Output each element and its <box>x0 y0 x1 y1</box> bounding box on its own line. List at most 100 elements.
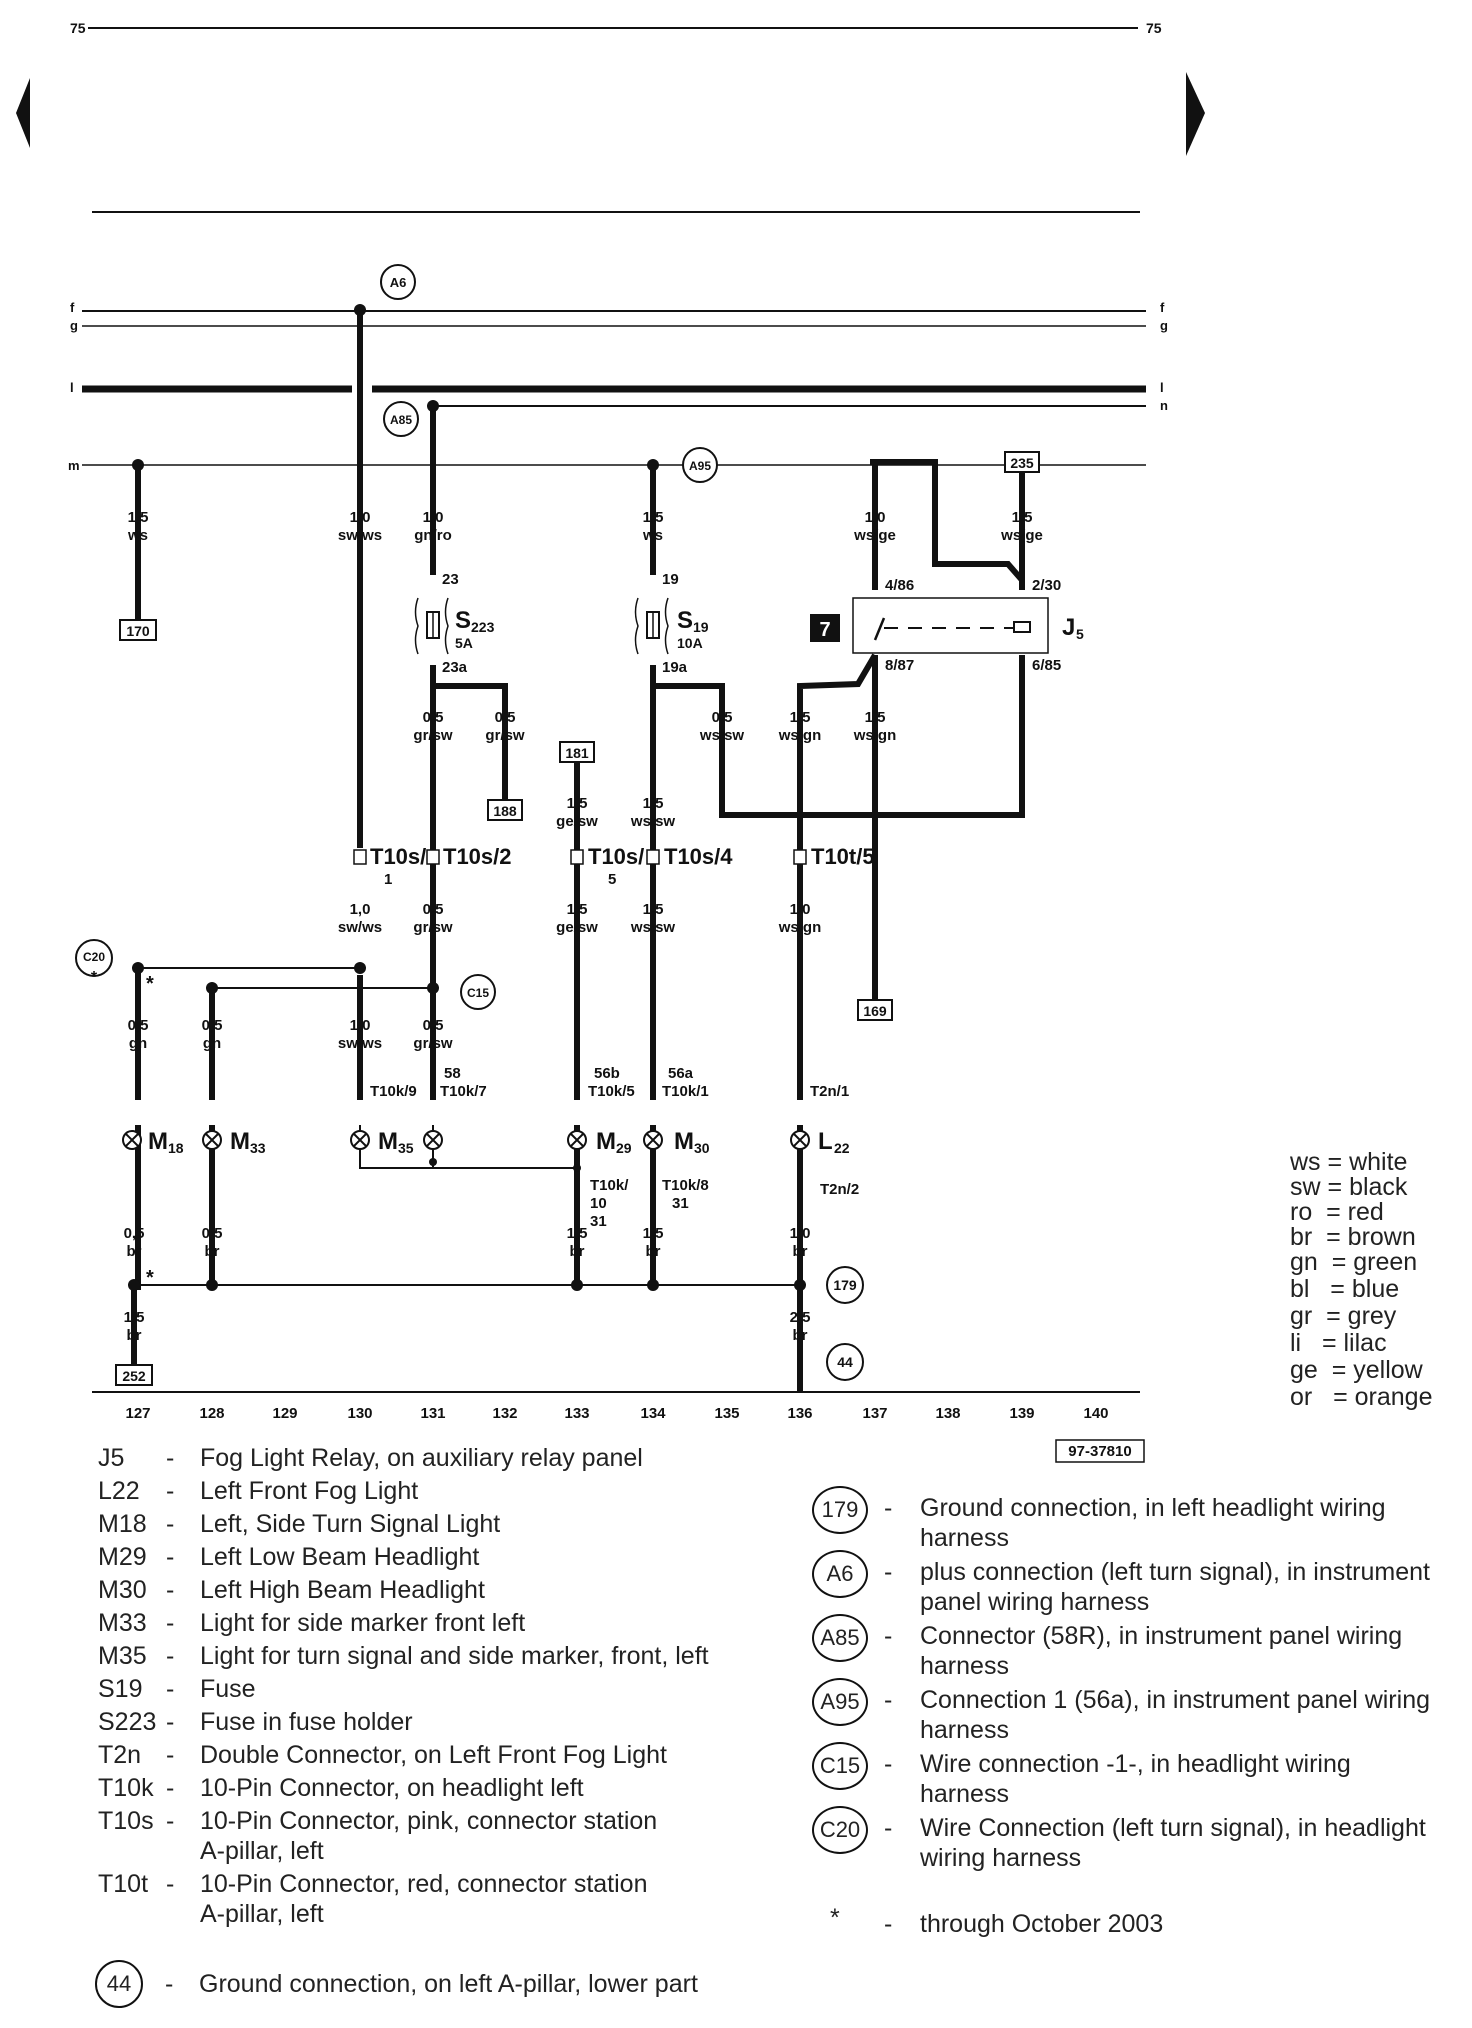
svg-text:M: M <box>674 1128 694 1155</box>
svg-text:M: M <box>230 1128 250 1155</box>
bus-label-f-right: f <box>1160 300 1165 315</box>
page-number-left: 75 <box>70 20 86 36</box>
svg-text:0,5: 0,5 <box>202 1017 223 1034</box>
svg-text:19a: 19a <box>662 659 688 676</box>
legend-code: S19 <box>98 1675 143 1703</box>
color-name: orange <box>1354 1383 1433 1411</box>
svg-text:br: br <box>793 1327 808 1344</box>
svg-text:gn: gn <box>203 1035 221 1052</box>
svg-text:1,0: 1,0 <box>350 509 371 526</box>
lamp-symbols <box>122 1130 810 1150</box>
component-legend: J5-Fog Light Relay, on auxiliary relay p… <box>98 1444 798 1928</box>
svg-text:23a: 23a <box>442 659 468 676</box>
connection-A6: A6 <box>380 264 416 300</box>
svg-text:135: 135 <box>714 1405 739 1422</box>
svg-text:ws/sw: ws/sw <box>630 813 676 830</box>
legend-text: panel wiring harness <box>920 1588 1150 1616</box>
fuse-S223: S 223 5A <box>414 597 495 655</box>
color-name: yellow <box>1353 1356 1423 1384</box>
legend-text: A-pillar, left <box>200 1900 324 1928</box>
svg-text:19: 19 <box>693 619 709 635</box>
svg-text:1,5: 1,5 <box>124 1309 145 1326</box>
svg-text:1,5: 1,5 <box>643 509 664 526</box>
svg-text:T2n/2: T2n/2 <box>820 1181 859 1198</box>
ref-box-188: 188 <box>487 799 523 821</box>
legend-dash: - <box>166 1870 175 1898</box>
legend-code: * <box>830 1904 840 1932</box>
legend-text: plus connection (left turn signal), in i… <box>920 1558 1430 1586</box>
legend-circle: A85 <box>812 1614 868 1662</box>
svg-text:0,5: 0,5 <box>712 709 733 726</box>
legend-text: wiring harness <box>920 1844 1082 1872</box>
legend-item: C15 - Wire connection -1-, in headlight … <box>812 1742 1462 1808</box>
svg-text:1,5: 1,5 <box>643 1225 664 1242</box>
svg-text:T10s/4: T10s/4 <box>664 844 733 869</box>
svg-text:170: 170 <box>126 623 150 639</box>
svg-text:T10k/1: T10k/1 <box>662 1083 709 1100</box>
color-legend-row: li = lilac <box>1290 1329 1387 1357</box>
legend-text: Left Front Fog Light <box>200 1477 419 1505</box>
connection-C20: C20 * <box>75 939 113 986</box>
legend-circle: C20 <box>812 1806 868 1854</box>
svg-text:ws/ge: ws/ge <box>1000 527 1043 544</box>
legend-text: harness <box>920 1652 1009 1680</box>
legend-item: C20 - Wire Connection (left turn signal)… <box>812 1806 1462 1872</box>
legend-code: T2n <box>98 1741 142 1769</box>
svg-text:1,0: 1,0 <box>423 509 444 526</box>
legend-ground-44: 44 - Ground connection, on left A-pillar… <box>95 1960 755 2010</box>
bus-label-g-right: g <box>1160 318 1168 333</box>
bus-label-f: f <box>70 300 75 315</box>
svg-text:J: J <box>1062 614 1075 641</box>
svg-text:L: L <box>818 1128 833 1155</box>
legend-code: M33 <box>98 1609 147 1637</box>
legend-dash: - <box>166 1609 175 1637</box>
svg-text:8/87: 8/87 <box>885 657 914 674</box>
color-code: bl <box>1290 1275 1310 1303</box>
svg-text:gr/sw: gr/sw <box>413 727 453 744</box>
legend-text: harness <box>920 1716 1009 1744</box>
svg-text:44: 44 <box>837 1354 853 1370</box>
svg-text:sw/ws: sw/ws <box>338 527 382 544</box>
color-code: gn <box>1290 1248 1318 1276</box>
svg-text:179: 179 <box>833 1277 857 1293</box>
svg-text:2,5: 2,5 <box>790 1309 811 1326</box>
connection-44: 44 <box>826 1343 864 1381</box>
color-code: sw <box>1290 1173 1321 1201</box>
legend-text: Ground connection, in left headlight wir… <box>920 1494 1386 1522</box>
svg-text:22: 22 <box>834 1140 850 1156</box>
svg-text:T10k/9: T10k/9 <box>370 1083 417 1100</box>
color-legend-row: gr = grey <box>1290 1302 1397 1330</box>
next-page-arrow-icon[interactable] <box>1186 72 1205 156</box>
svg-text:gr/sw: gr/sw <box>485 727 525 744</box>
svg-text:131: 131 <box>420 1405 445 1422</box>
svg-text:5: 5 <box>1076 626 1084 642</box>
relay-position-badge: 7 <box>819 619 830 641</box>
legend-item-star: * - through October 2003 <box>812 1904 1462 1940</box>
color-name: lilac <box>1343 1329 1387 1357</box>
color-code: ro <box>1290 1198 1313 1226</box>
color-name: brown <box>1347 1223 1416 1251</box>
legend-code: M30 <box>98 1576 147 1604</box>
svg-text:1,5: 1,5 <box>643 795 664 812</box>
legend-text: harness <box>920 1524 1009 1552</box>
svg-text:T10s/: T10s/ <box>588 844 644 869</box>
legend-dash: - <box>166 1576 175 1604</box>
svg-text:132: 132 <box>492 1405 517 1422</box>
svg-text:M: M <box>596 1128 616 1155</box>
svg-text:127: 127 <box>125 1405 150 1422</box>
svg-text:0,5: 0,5 <box>202 1225 223 1242</box>
svg-text:M: M <box>148 1128 168 1155</box>
svg-text:139: 139 <box>1009 1405 1034 1422</box>
svg-text:10: 10 <box>590 1195 607 1212</box>
color-code: li <box>1290 1329 1302 1357</box>
svg-text:T2n/1: T2n/1 <box>810 1083 849 1100</box>
svg-text:1,5: 1,5 <box>567 901 588 918</box>
svg-text:0,5: 0,5 <box>128 1017 149 1034</box>
svg-text:1,0: 1,0 <box>790 901 811 918</box>
svg-text:1,5: 1,5 <box>1012 509 1033 526</box>
prev-page-arrow-icon[interactable] <box>16 78 30 148</box>
color-name: black <box>1349 1173 1408 1201</box>
legend-text: through October 2003 <box>920 1910 1164 1938</box>
